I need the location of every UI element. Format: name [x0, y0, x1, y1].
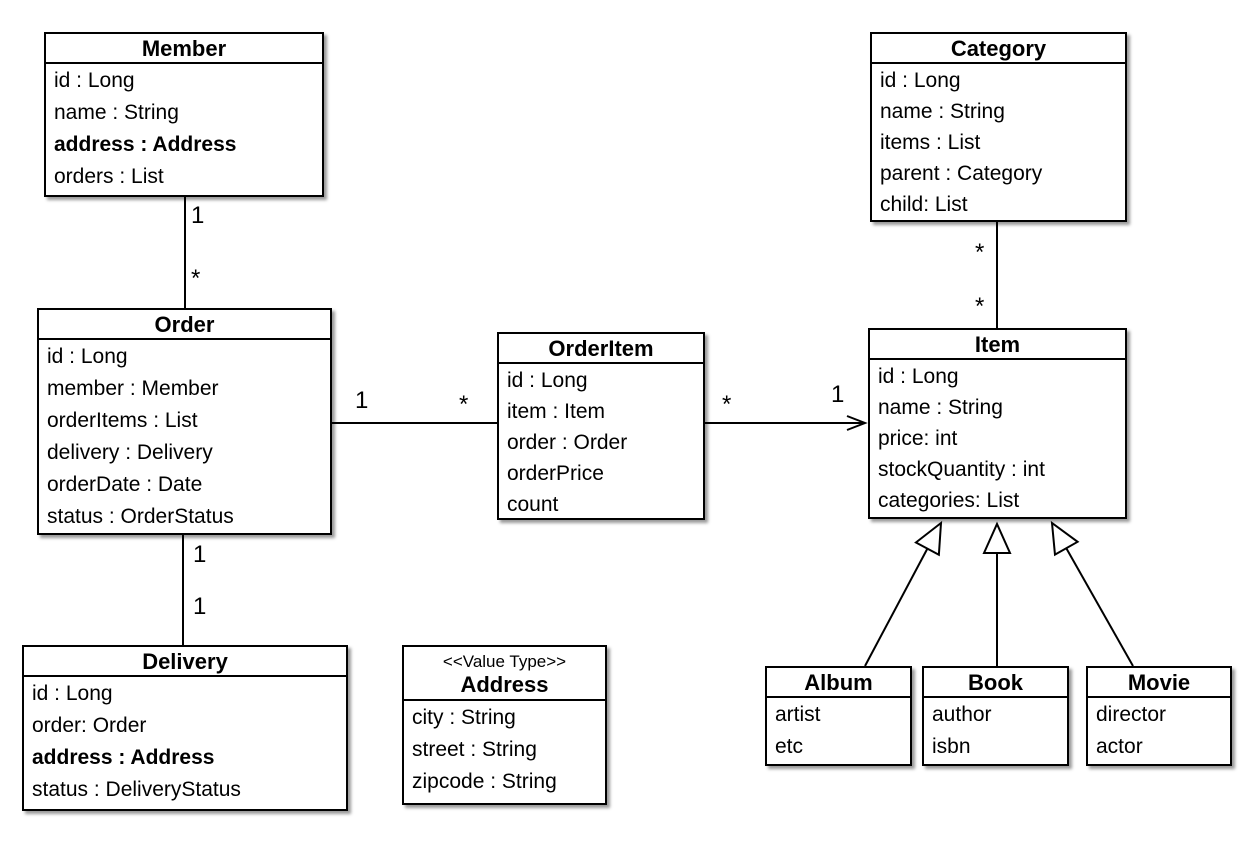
- class-address-title: <<Value Type>> Address: [404, 647, 605, 701]
- attribute: author: [932, 703, 992, 726]
- class-member-attributes: id : Long name : String address : Addres…: [46, 64, 322, 193]
- attribute: zipcode : String: [412, 770, 557, 793]
- class-delivery-title: Delivery: [24, 647, 346, 677]
- class-order: Order id : Long member : Member orderIte…: [37, 308, 332, 535]
- edge-album-item-generalization: [864, 520, 943, 667]
- class-album-attributes: artist etc: [767, 698, 910, 763]
- class-book-title: Book: [924, 668, 1067, 698]
- attribute: count: [507, 493, 559, 516]
- class-item-attributes: id : Long name : String price: int stock…: [870, 360, 1125, 516]
- class-book: Book author isbn: [922, 666, 1069, 766]
- stereotype-label: <<Value Type>>: [442, 652, 567, 671]
- attribute: items : List: [880, 131, 981, 154]
- attribute: name : String: [880, 100, 1005, 123]
- multiplicity-category-side: *: [975, 239, 985, 266]
- attribute: id : Long: [54, 69, 135, 92]
- attribute: address : Address: [32, 746, 215, 769]
- attribute: etc: [775, 735, 804, 758]
- class-delivery-attributes: id : Long order: Order address : Address…: [24, 677, 346, 806]
- attribute: order: Order: [32, 714, 147, 737]
- multiplicity-delivery-side: 1: [193, 593, 207, 620]
- class-album: Album artist etc: [765, 666, 912, 766]
- multiplicity-order-side: 1: [193, 541, 207, 568]
- class-member-title: Member: [46, 34, 322, 64]
- attribute: status : OrderStatus: [47, 505, 234, 528]
- attribute: orderItems : List: [47, 409, 198, 432]
- attribute: orders : List: [54, 165, 164, 188]
- class-orderitem-attributes: id : Long item : Item order : Order orde…: [499, 364, 703, 518]
- attribute: actor: [1096, 735, 1143, 758]
- attribute: price: int: [878, 427, 958, 450]
- attribute: address : Address: [54, 133, 237, 156]
- class-member: Member id : Long name : String address :…: [44, 32, 324, 197]
- attribute: name : String: [54, 101, 179, 124]
- class-category-attributes: id : Long name : String items : List par…: [872, 64, 1125, 220]
- attribute: order : Order: [507, 431, 628, 454]
- attribute: id : Long: [32, 682, 113, 705]
- attribute: director: [1096, 703, 1167, 726]
- attribute: id : Long: [507, 369, 588, 392]
- class-address-value-type: <<Value Type>> Address city : String str…: [402, 645, 607, 805]
- class-album-title: Album: [767, 668, 910, 698]
- attribute: item : Item: [507, 400, 606, 423]
- class-movie-attributes: director actor: [1088, 698, 1230, 763]
- attribute: member : Member: [47, 377, 219, 400]
- multiplicity-item-side: *: [975, 293, 985, 320]
- attribute: stockQuantity : int: [878, 458, 1045, 481]
- class-address-attributes: city : String street : String zipcode : …: [404, 701, 605, 798]
- attribute: artist: [775, 703, 821, 726]
- class-movie: Movie director actor: [1086, 666, 1232, 766]
- attribute: city : String: [412, 706, 516, 729]
- attribute: parent : Category: [880, 162, 1043, 185]
- class-item-title: Item: [870, 330, 1125, 360]
- attribute: id : Long: [880, 69, 961, 92]
- edge-movie-item-generalization: [1050, 520, 1134, 667]
- attribute: isbn: [932, 735, 971, 758]
- class-movie-title: Movie: [1088, 668, 1230, 698]
- attribute: orderDate : Date: [47, 473, 203, 496]
- attribute: id : Long: [878, 365, 959, 388]
- attribute: street : String: [412, 738, 537, 761]
- multiplicity-orderitem-side: *: [459, 391, 469, 418]
- multiplicity-member-side: 1: [191, 202, 205, 229]
- attribute: name : String: [878, 396, 1003, 419]
- multiplicity-order-side: 1: [355, 387, 369, 414]
- attribute: categories: List: [878, 489, 1020, 512]
- class-category-title: Category: [872, 34, 1125, 64]
- multiplicity-item-side: 1: [831, 381, 845, 408]
- attribute: delivery : Delivery: [47, 441, 213, 464]
- class-order-title: Order: [39, 310, 330, 340]
- class-order-attributes: id : Long member : Member orderItems : L…: [39, 340, 330, 533]
- class-delivery: Delivery id : Long order: Order address …: [22, 645, 348, 811]
- class-category: Category id : Long name : String items :…: [870, 32, 1127, 222]
- multiplicity-order-side: *: [191, 265, 201, 292]
- attribute: child: List: [880, 193, 968, 216]
- class-orderitem: OrderItem id : Long item : Item order : …: [497, 332, 705, 520]
- multiplicity-orderitem-side: *: [722, 391, 732, 418]
- attribute: status : DeliveryStatus: [32, 778, 241, 801]
- attribute: id : Long: [47, 345, 128, 368]
- attribute: orderPrice: [507, 462, 604, 485]
- class-orderitem-title: OrderItem: [499, 334, 703, 364]
- class-book-attributes: author isbn: [924, 698, 1067, 763]
- class-item: Item id : Long name : String price: int …: [868, 328, 1127, 519]
